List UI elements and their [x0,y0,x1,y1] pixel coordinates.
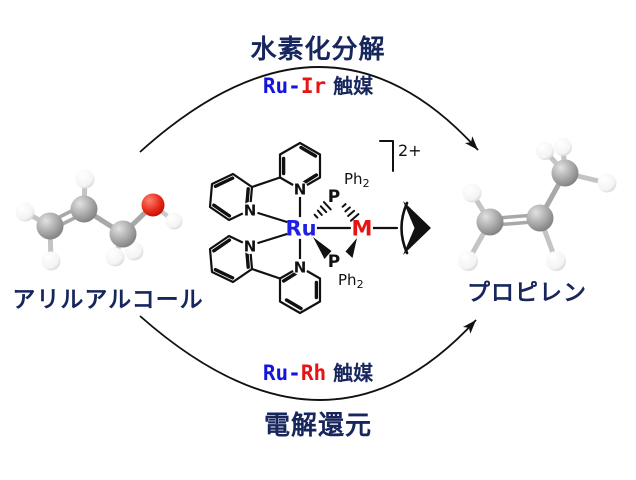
allyl-ligand-glyph [400,201,431,255]
bottom-route-title: 電解還元 [263,411,373,441]
solid-wedge-bond [345,238,357,258]
hash-wedge-bond [341,203,360,222]
top-route-title: 水素化分解 [250,35,386,65]
phenyl-label: Ph2 [338,271,364,291]
phosphorus-label: P [328,187,340,207]
arrowhead-icon [464,136,478,150]
reactant-label: アリルアルコール [12,287,204,313]
arrowhead-icon [462,320,476,334]
charge-bracket [379,140,394,172]
solid-wedge-bond [313,237,332,259]
nitrogen-label: N [244,202,257,220]
propylene-molecule [458,138,617,271]
top-catalyst-ru: Ru- [262,74,301,98]
bottom-catalyst-ru: Ru- [262,361,301,385]
catalyst-complex-structure: N N N N P P Ru M Ph2 Ph2 2+ [208,140,431,315]
bottom-catalyst-suffix: 触媒 [333,361,374,385]
bottom-catalyst-metal: Rh [300,361,327,385]
top-catalyst-metal: Ir [300,74,327,98]
bottom-reaction-arrow [139,315,477,401]
nitrogen-label: N [294,181,307,199]
ruthenium-label: Ru [285,217,316,241]
product-label: プロピレン [467,280,587,306]
phosphorus-label: P [328,252,340,272]
hash-wedge-bond [313,201,332,219]
nitrogen-label: N [244,238,257,256]
top-reaction-arrow [139,66,479,153]
bridge-metal-label: M [352,217,373,241]
allyl-alcohol-molecule [15,169,183,271]
charge-label: 2+ [398,141,422,160]
phenyl-label: Ph2 [344,170,370,190]
top-catalyst-suffix: 触媒 [333,74,374,98]
nitrogen-label: N [294,259,307,277]
